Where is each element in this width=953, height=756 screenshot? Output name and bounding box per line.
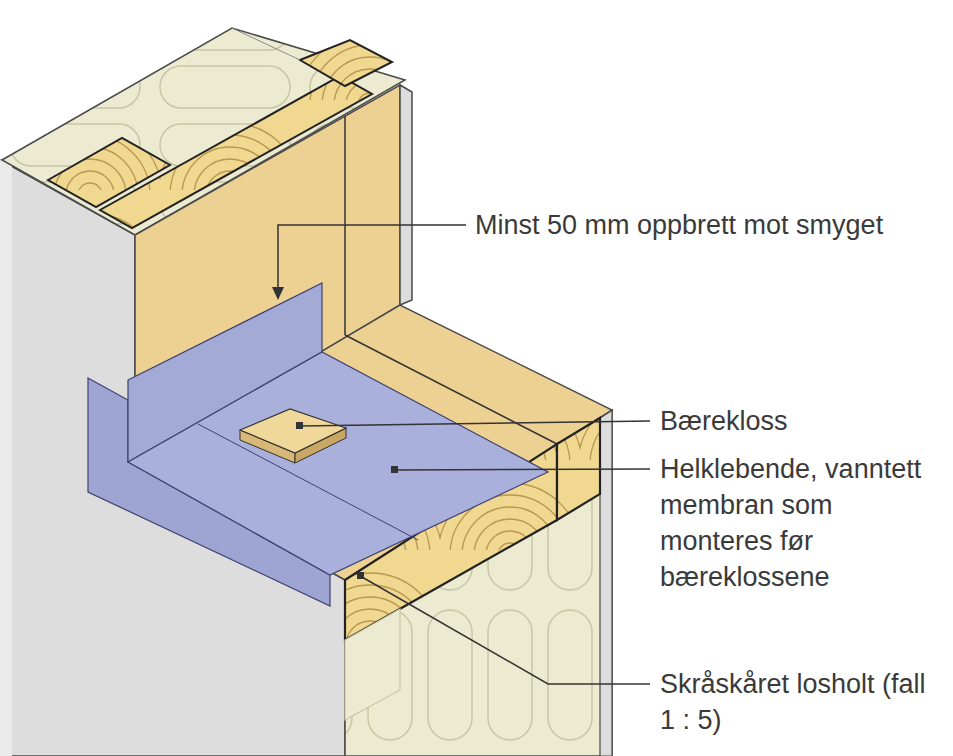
- membrane: [128, 352, 548, 575]
- leader-lines: [357, 572, 364, 579]
- upper-wall-top: [232, 28, 300, 60]
- leader-lines: [362, 577, 650, 684]
- losholt-section: [345, 609, 400, 720]
- bearing-block: [240, 409, 346, 453]
- membrane: [88, 283, 548, 606]
- leader-lines: [396, 469, 650, 470]
- leader-lines: [278, 225, 466, 290]
- bearing-block: [240, 409, 346, 463]
- leader-lines: [272, 225, 650, 684]
- upper-wall-top: [300, 40, 392, 86]
- callout-label: Bærekloss: [660, 403, 788, 439]
- leader-lines: [296, 422, 303, 429]
- leader-lines: [391, 466, 398, 473]
- lower-wall-cut-face: [600, 410, 612, 756]
- callout-label: Skråskåret losholt (fall 1 : 5): [660, 666, 940, 738]
- reveal-lining: [400, 85, 412, 305]
- wall-front-face: [0, 154, 12, 756]
- callout-label: Minst 50 mm oppbrett mot smyget: [475, 207, 883, 243]
- leader-lines: [272, 287, 284, 300]
- leader-lines: [300, 421, 650, 426]
- callout-label: Helklebende, vanntett membran som monter…: [660, 451, 945, 595]
